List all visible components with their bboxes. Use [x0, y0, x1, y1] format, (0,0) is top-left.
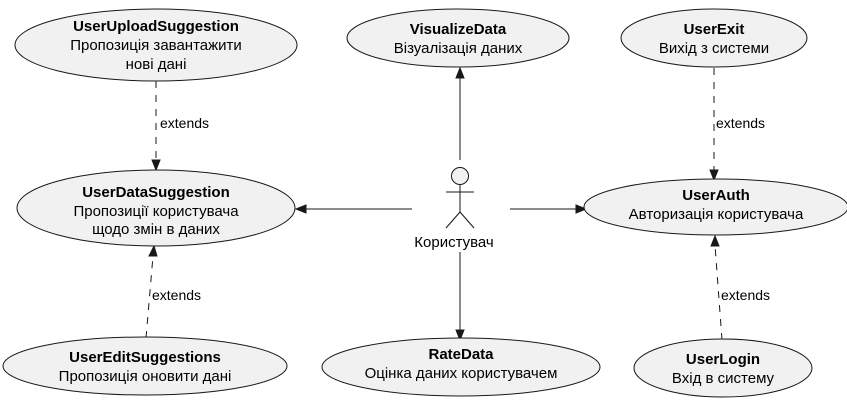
use-case-title: UserDataSuggestion — [82, 184, 230, 201]
actor-label: Користувач — [414, 234, 493, 251]
use-case-title: UserUploadSuggestion — [73, 18, 239, 35]
use-case-user-login[interactable]: UserLogin Вхід в систему — [633, 338, 813, 398]
use-case-desc-line: Пропозиція оновити дані — [59, 368, 232, 385]
use-case-user-data-suggestion[interactable]: UserDataSuggestion Пропозиції користувач… — [16, 169, 296, 247]
use-case-user-auth[interactable]: UserAuth Авторизація користувача — [583, 178, 847, 236]
use-case-title: UserEditSuggestions — [69, 349, 221, 366]
use-case-title: UserAuth — [682, 187, 750, 204]
use-case-user-exit[interactable]: UserExit Вихід з системи — [620, 8, 808, 68]
edge-actor-auth — [510, 204, 588, 214]
use-case-desc-line: щодо змін в даних — [92, 221, 220, 238]
extends-label-edit: extends — [152, 287, 201, 303]
use-case-desc-line: Пропозиції користувача — [73, 203, 239, 220]
extends-label-upload: extends — [160, 115, 209, 131]
edge-edit-extends-suggestion: extends — [145, 244, 201, 339]
use-case-visualize-data[interactable]: VisualizeData Візуалізація даних — [346, 8, 570, 68]
edge-actor-visualize — [455, 66, 465, 160]
edge-actor-rate — [455, 252, 465, 342]
use-case-title: RateData — [428, 346, 494, 363]
use-case-desc-line: Вхід в систему — [672, 370, 775, 387]
edge-actor-suggestion — [294, 204, 412, 214]
actor-user: Користувач — [414, 167, 494, 251]
use-case-desc-line: Авторизація користувача — [629, 206, 804, 223]
use-case-rate-data[interactable]: RateData Оцінка даних користувачем — [321, 337, 601, 397]
use-case-upload-suggestion[interactable]: UserUploadSuggestion Пропозиція завантаж… — [14, 8, 298, 82]
use-case-desc-line: Пропозиція завантажити — [70, 37, 242, 54]
edge-upload-extends-suggestion: extends — [151, 81, 209, 172]
use-case-desc-line: Оцінка даних користувачем — [365, 365, 558, 382]
use-case-desc-line: Вихід з системи — [659, 40, 769, 57]
use-case-title: VisualizeData — [410, 21, 507, 38]
extends-label-exit: extends — [716, 115, 765, 131]
extends-label-login: extends — [721, 287, 770, 303]
use-case-desc-line: Візуалізація даних — [394, 40, 523, 57]
actor-head — [451, 167, 469, 185]
edge-exit-extends-auth: extends — [709, 68, 765, 182]
edge-login-extends-auth: extends — [710, 234, 770, 341]
use-case-title: UserLogin — [686, 351, 760, 368]
use-case-desc-line: нові дані — [126, 56, 187, 73]
use-case-title: UserExit — [684, 21, 745, 38]
use-case-edit-suggestions[interactable]: UserEditSuggestions Пропозиція оновити д… — [2, 336, 288, 396]
